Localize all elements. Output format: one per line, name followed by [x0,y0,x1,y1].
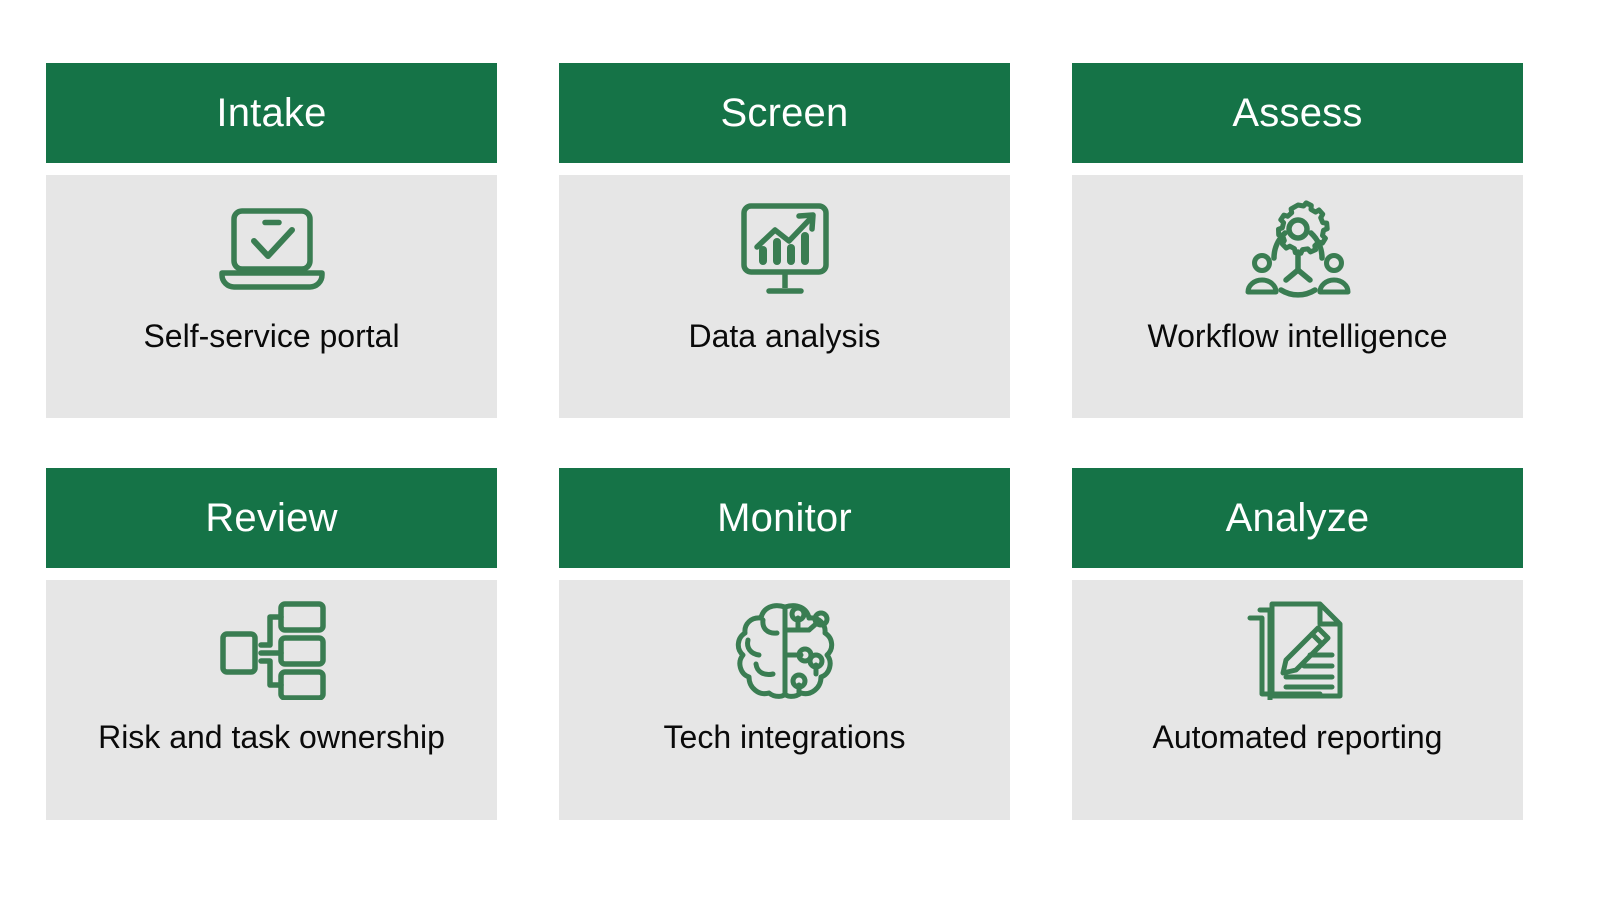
card-title: Review [205,496,338,540]
org-chart-icon [212,598,332,702]
card-body-intake: Self-service portal [46,175,497,418]
process-card-review[interactable]: Review Risk and task ownership [46,468,497,820]
gear-people-network-icon [1238,197,1358,301]
card-title: Assess [1232,91,1363,135]
card-label: Risk and task ownership [98,719,445,755]
card-title: Analyze [1225,496,1370,540]
card-label: Workflow intelligence [1147,318,1448,354]
monitor-chart-icon [725,197,845,301]
card-header-review: Review [46,468,497,568]
card-label: Data analysis [688,318,881,354]
card-body-monitor: Tech integrations [559,580,1010,820]
card-label: Tech integrations [663,719,906,755]
brain-circuit-icon [725,598,845,702]
card-body-analyze: Automated reporting [1072,580,1523,820]
process-card-assess[interactable]: Assess [1072,63,1523,418]
documents-pencil-icon [1238,598,1358,702]
card-body-screen: Data analysis [559,175,1010,418]
card-header-analyze: Analyze [1072,468,1523,568]
process-card-intake[interactable]: Intake Self-service portal [46,63,497,418]
process-card-monitor[interactable]: Monitor [559,468,1010,820]
process-card-analyze[interactable]: Analyze [1072,468,1523,820]
card-body-review: Risk and task ownership [46,580,497,820]
card-title: Monitor [717,496,852,540]
card-header-screen: Screen [559,63,1010,163]
laptop-check-icon [212,197,332,301]
card-title: Screen [720,91,849,135]
card-header-assess: Assess [1072,63,1523,163]
card-label: Self-service portal [143,318,400,354]
card-header-intake: Intake [46,63,497,163]
card-label: Automated reporting [1152,719,1443,755]
card-body-assess: Workflow intelligence [1072,175,1523,418]
card-header-monitor: Monitor [559,468,1010,568]
card-title: Intake [216,91,327,135]
process-card-screen[interactable]: Screen Data analysis [559,63,1010,418]
process-card-grid: Intake Self-service portal Screen [46,63,1523,820]
